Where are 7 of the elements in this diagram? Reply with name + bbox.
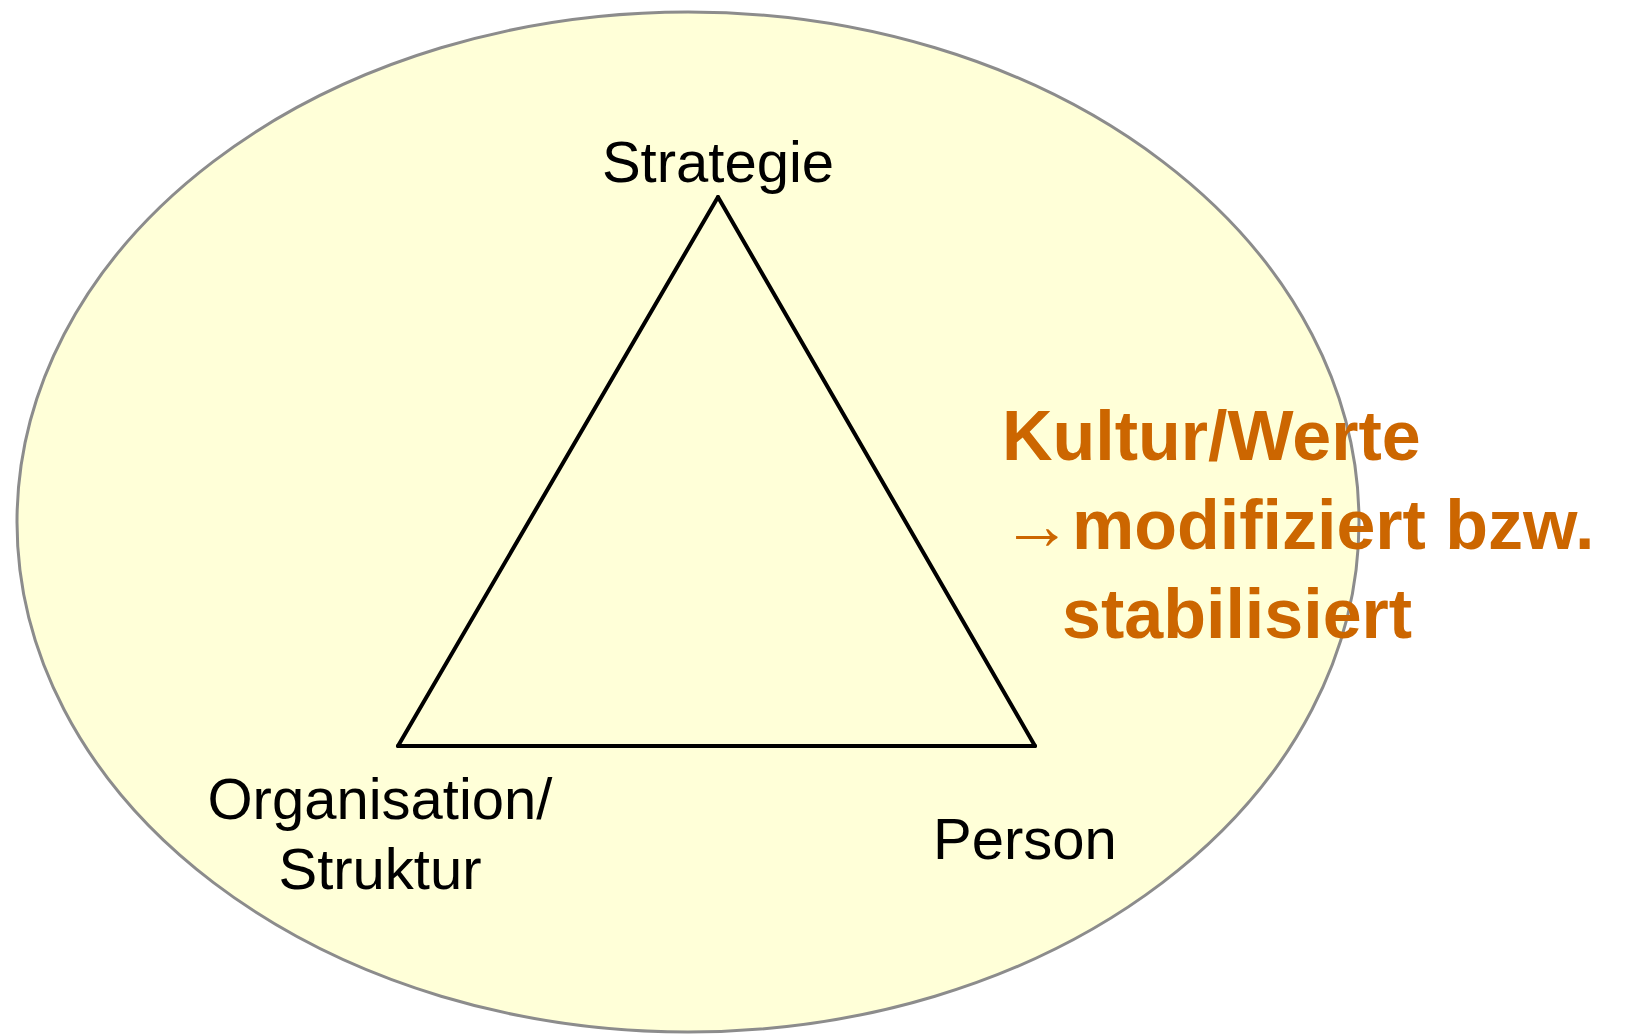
annotation-text: →modifiziert bzw. stabilisiert (1002, 485, 1596, 655)
triangle-side (396, 744, 1037, 748)
vertex-label: Person (910, 746, 1140, 876)
triangle-side (716, 195, 1037, 748)
heading-text: Kultur/Werte (1002, 396, 1422, 477)
vertex-label: Organisation/ Struktur (180, 746, 580, 896)
vertex-label: Strategie (588, 127, 848, 197)
